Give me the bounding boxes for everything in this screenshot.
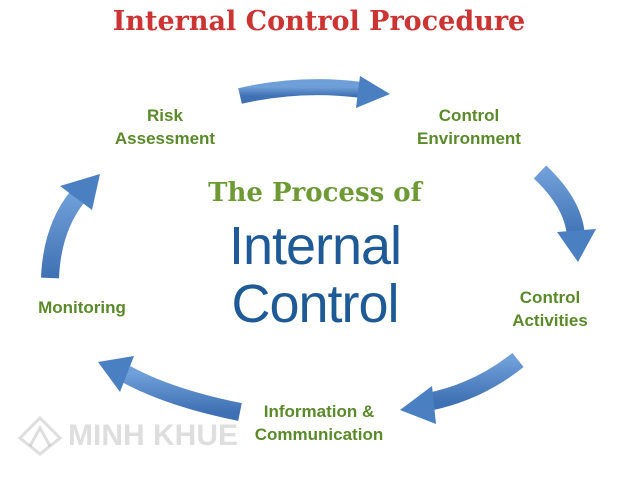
arrow-information-to-monitoring (98, 356, 242, 421)
stage-control-activities: Control Activities (500, 286, 600, 332)
stage-act-line2: Activities (512, 311, 588, 330)
arrow-environment-to-activities (533, 165, 596, 262)
stage-info-line2: Communication (254, 425, 384, 444)
stage-control-environment: Control Environment (405, 104, 533, 150)
center-title-line2: Control (231, 274, 399, 334)
arrow-risk-to-environment (238, 76, 390, 108)
stage-information-communication: Information & Communication (238, 400, 400, 446)
page-title: Internal Control Procedure (112, 6, 526, 37)
stage-risk-line1: Risk (147, 106, 183, 125)
stage-risk-assessment: Risk Assessment (105, 104, 225, 150)
center-title-line1: Internal (228, 216, 402, 276)
watermark-text: MINH KHUE (68, 419, 238, 452)
watermark: MINH KHUE (18, 416, 238, 456)
stage-risk-line2: Assessment (114, 129, 216, 148)
arrow-monitoring-to-risk (41, 174, 100, 279)
stage-monitoring: Monitoring (38, 298, 126, 317)
stage-env-line1: Control (438, 106, 500, 125)
stage-env-line2: Environment (417, 129, 521, 148)
arrow-activities-to-information (400, 352, 524, 424)
center-subtitle: The Process of (208, 178, 422, 208)
watermark-logo-icon (18, 416, 62, 456)
stage-info-line1: Information & (263, 402, 375, 421)
stage-act-line1: Control (519, 288, 581, 307)
